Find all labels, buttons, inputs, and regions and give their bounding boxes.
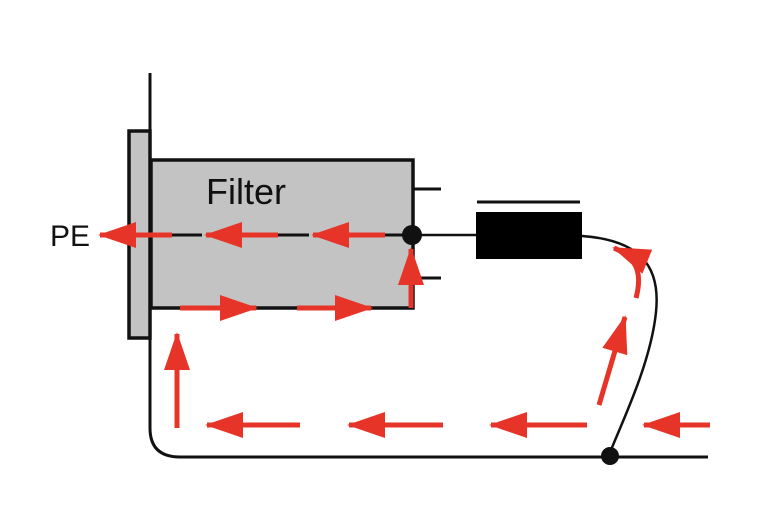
enclosure-chassis-line bbox=[148, 73, 708, 459]
filter-label: Filter bbox=[206, 171, 286, 212]
junction-node-chassis bbox=[601, 447, 619, 465]
current-arrow-cable-into-connector bbox=[612, 245, 653, 299]
cable-curve bbox=[581, 234, 658, 451]
current-arrow-cable-up bbox=[596, 315, 628, 406]
junction-node-filter-pe bbox=[402, 225, 422, 245]
cable-connector-body bbox=[476, 212, 582, 259]
pe-label: PE bbox=[50, 220, 90, 253]
current-flow-arrows bbox=[97, 221, 710, 438]
